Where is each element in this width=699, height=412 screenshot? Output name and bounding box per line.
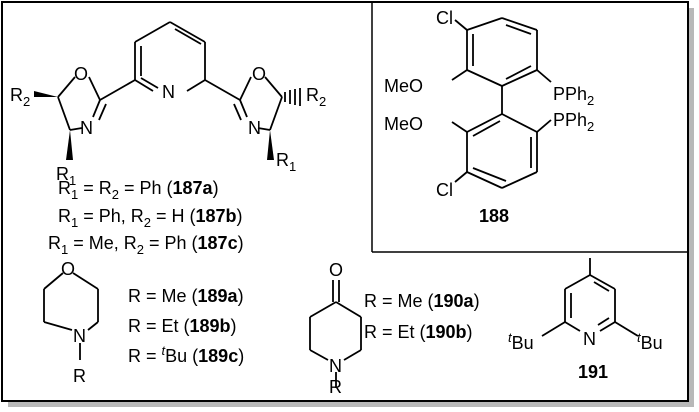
label-189a: R = Me (189a) (128, 286, 244, 306)
piperidinone-o: O (329, 260, 343, 280)
pybox-o-right: O (252, 64, 266, 84)
label-188: 188 (479, 206, 509, 226)
label-190b: R = Et (190b) (364, 322, 473, 342)
pph2-top: PPh2 (553, 84, 594, 108)
pybox-r1-left: R1 (56, 164, 76, 188)
pybox-r1-right: R1 (276, 150, 296, 174)
biaryl-structure (451, 17, 552, 189)
label-191: 191 (578, 362, 608, 382)
pybox-n: N (162, 82, 175, 102)
piperidinone-n: N (329, 356, 342, 376)
morpholine-structure (43, 272, 99, 360)
pph2-bottom: PPh2 (553, 110, 594, 134)
pyridine-191-structure (541, 258, 639, 337)
tbu-left: tBu (508, 330, 534, 353)
piperidinone-r: R (329, 377, 342, 397)
cl-top: Cl (436, 8, 453, 28)
pybox-r2-left: R2 (10, 85, 30, 109)
pyridine-191-n: N (583, 329, 596, 349)
pybox-structure (34, 21, 301, 160)
label-189c: R = tBu (189c) (128, 343, 244, 366)
label-187c: R1 = Me, R2 = Ph (187c) (48, 233, 244, 257)
label-189b: R = Et (189b) (128, 316, 237, 336)
tbu-right: tBu (637, 330, 663, 353)
morpholine-r: R (73, 366, 86, 386)
label-187b: R1 = Ph, R2 = H (187b) (58, 206, 243, 230)
morpholine-n: N (73, 326, 86, 346)
pybox-o-left: O (74, 64, 88, 84)
piperidinone-structure (309, 280, 362, 388)
pybox-n-right: N (248, 118, 261, 138)
frame (1, 1, 689, 402)
meo-top: MeO (384, 76, 423, 96)
meo-bottom: MeO (384, 114, 423, 134)
label-190a: R = Me (190a) (364, 291, 480, 311)
pybox-r2-right: R2 (306, 85, 326, 109)
pybox-n-left: N (80, 118, 93, 138)
label-187a: R1 = R2 = Ph (187a) (58, 178, 219, 202)
cl-bottom: Cl (436, 180, 453, 200)
morpholine-o: O (61, 259, 75, 279)
